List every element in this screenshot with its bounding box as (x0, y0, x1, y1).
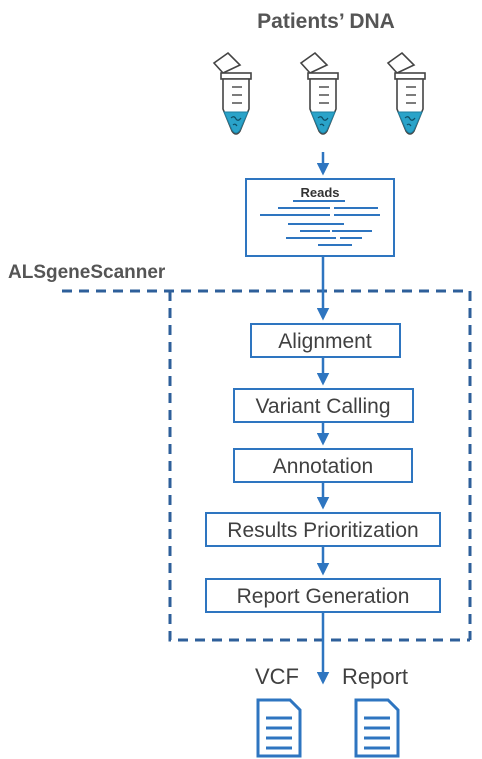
pipeline-boundary (62, 289, 472, 642)
reads-label: Reads (300, 185, 339, 200)
test-tube-icon (387, 52, 426, 135)
step-alignment: Alignment (250, 323, 401, 358)
output-label-report: Report (342, 664, 408, 689)
step-label: Results Prioritization (227, 519, 418, 542)
step-variant-calling: Variant Calling (233, 388, 414, 423)
step-report-generation: Report Generation (205, 578, 441, 613)
document-icon (354, 698, 400, 758)
step-label: Annotation (273, 455, 373, 478)
step-label: Report Generation (237, 585, 410, 608)
read-lines (260, 200, 380, 246)
document-icon (256, 698, 302, 758)
step-annotation: Annotation (233, 448, 413, 483)
step-label: Alignment (278, 330, 372, 353)
step-label: Variant Calling (255, 395, 390, 418)
test-tube-icon (213, 52, 252, 135)
title: Patients’ DNA (257, 10, 395, 33)
pipeline-name: ALSgeneScanner (8, 262, 166, 283)
output-label-vcf: VCF (255, 664, 299, 689)
test-tube-icon (300, 52, 339, 135)
step-results-prioritization: Results Prioritization (205, 512, 441, 547)
reads-box: Reads (245, 178, 395, 257)
